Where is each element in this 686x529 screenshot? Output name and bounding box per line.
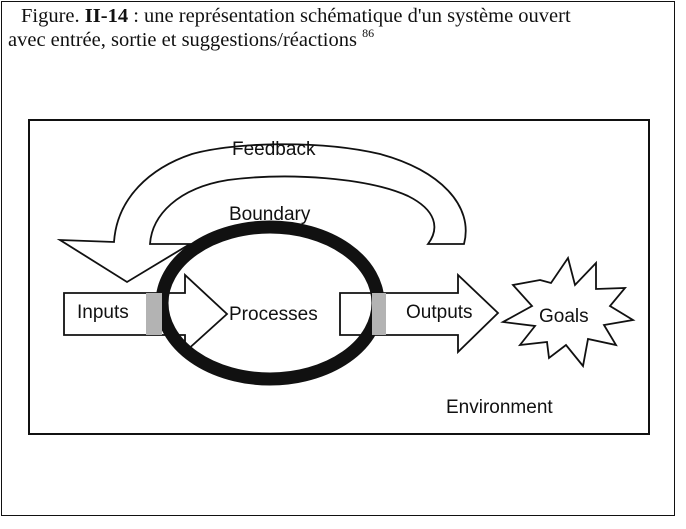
goals-starburst — [500, 255, 636, 369]
feedback-arrow — [56, 143, 467, 284]
inputs-boundary-crossing — [146, 293, 162, 335]
caption-line-1: Figure. II-14 : une représentation schém… — [8, 4, 678, 28]
figure-frame — [1, 1, 675, 516]
environment-label: Environment — [446, 397, 553, 418]
caption-prefix: Figure. — [21, 5, 85, 27]
processes-label: Processes — [229, 304, 318, 325]
outputs-boundary-crossing — [372, 293, 386, 335]
caption-text-1: : une représentation schématique d'un sy… — [128, 5, 571, 27]
caption-line-2: avec entrée, sortie et suggestions/réact… — [8, 26, 678, 52]
inputs-arrow — [63, 272, 229, 355]
caption-text-2: avec entrée, sortie et suggestions/réact… — [8, 29, 363, 51]
figure-caption: Figure. II-14 : une représentation schém… — [8, 4, 678, 52]
feedback-label: Feedback — [232, 139, 316, 160]
goals-label: Goals — [539, 306, 589, 327]
caption-footnote: 86 — [362, 26, 375, 40]
environment-box — [28, 119, 650, 435]
inputs-label: Inputs — [77, 302, 129, 323]
caption-figure-number: II-14 — [84, 5, 129, 27]
boundary-label: Boundary — [229, 204, 311, 225]
outputs-label: Outputs — [406, 302, 473, 323]
